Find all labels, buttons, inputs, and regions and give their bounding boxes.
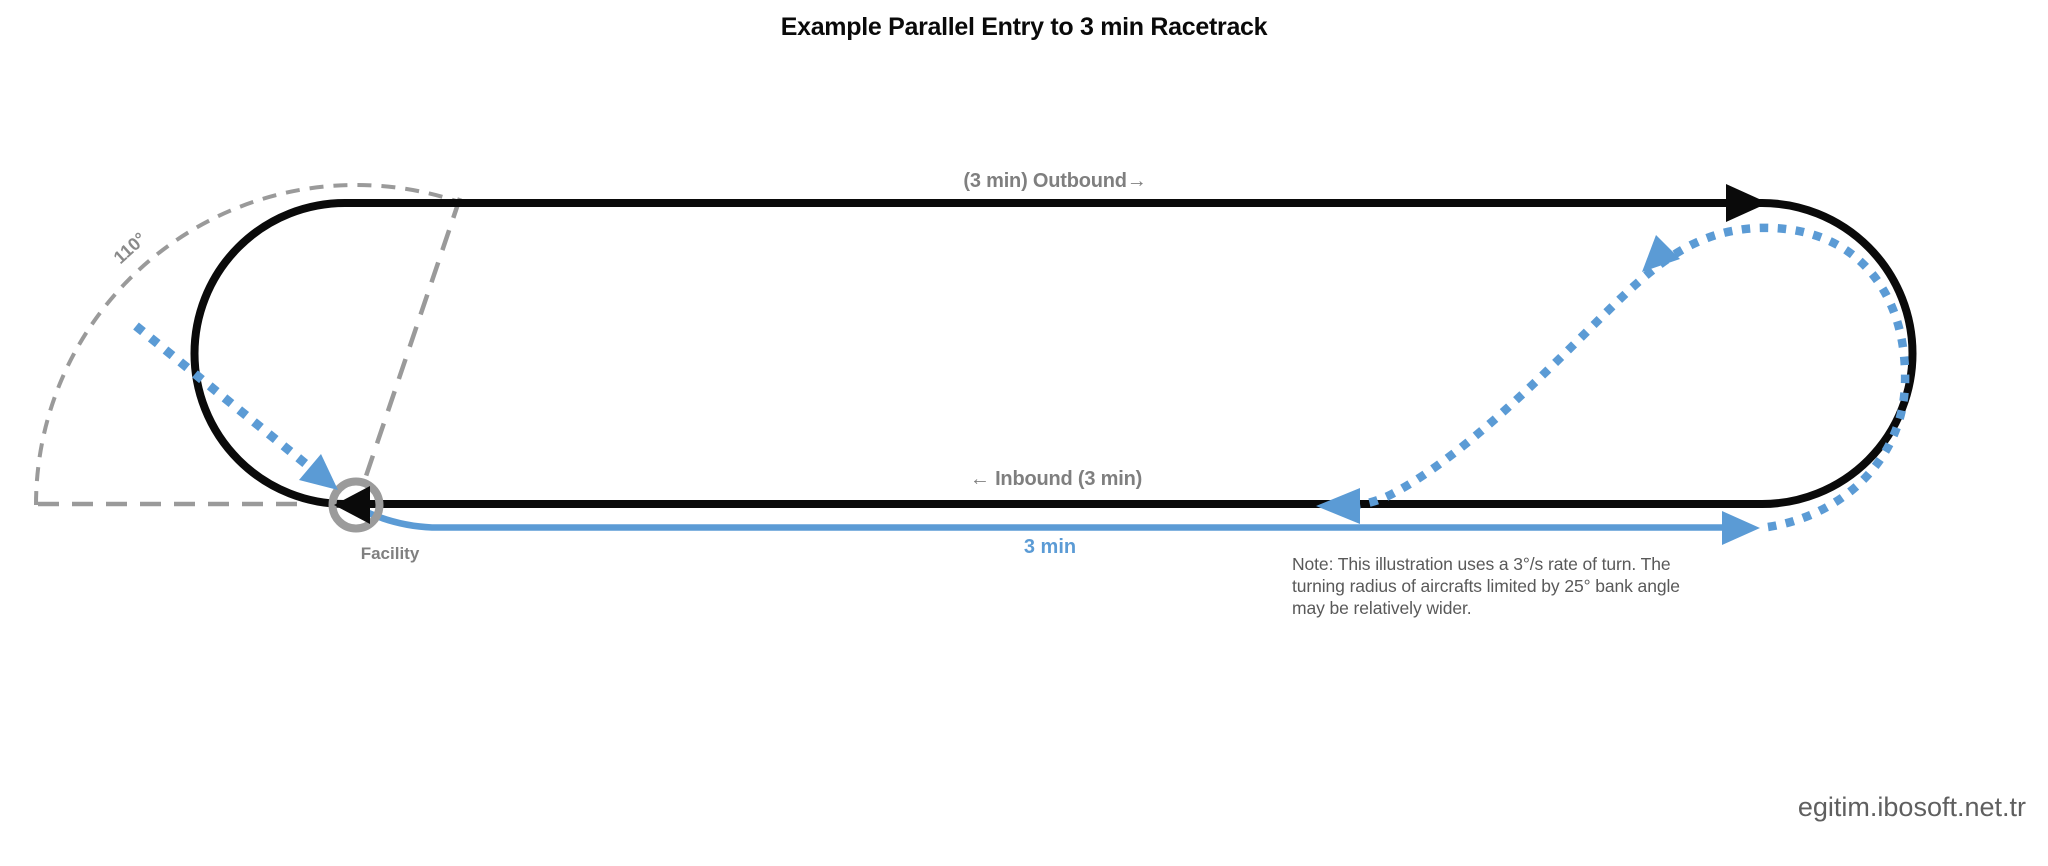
outbound-direction-arrow-icon: [1726, 184, 1768, 222]
page-title: Example Parallel Entry to 3 min Racetrac…: [780, 13, 1268, 41]
rate-of-turn-note: Note: This illustration uses a 3°/s rate…: [1292, 554, 1680, 618]
inbound-leg-label: ← Inbound (3 min): [969, 468, 1143, 490]
watermark-text: egitim.ibosoft.net.tr: [1797, 792, 2026, 822]
teardrop-turn-dotted-path: [1329, 223, 1910, 532]
outbound-leg-label: (3 min) Outbound→: [963, 170, 1147, 192]
parallel-leg-time-label: 3 min: [1023, 536, 1077, 558]
teardrop-turn-arrow-icon: [1642, 235, 1680, 272]
inbound-direction-arrow-icon: [334, 486, 370, 524]
entry-course-arrow-icon: [299, 454, 338, 490]
parallel-outbound-leg-line: [360, 507, 1722, 531]
intercept-inbound-arrow-icon: [1316, 488, 1360, 524]
sector-arc-dashed: [34, 182, 460, 506]
parallel-leg-arrow-icon: [1722, 511, 1760, 545]
racetrack-outline: [190, 199, 1917, 508]
sector-boundary-diagonal-dashed: [361, 197, 463, 483]
facility-ring-icon: [328, 477, 384, 533]
facility-label: Facility: [360, 544, 420, 563]
